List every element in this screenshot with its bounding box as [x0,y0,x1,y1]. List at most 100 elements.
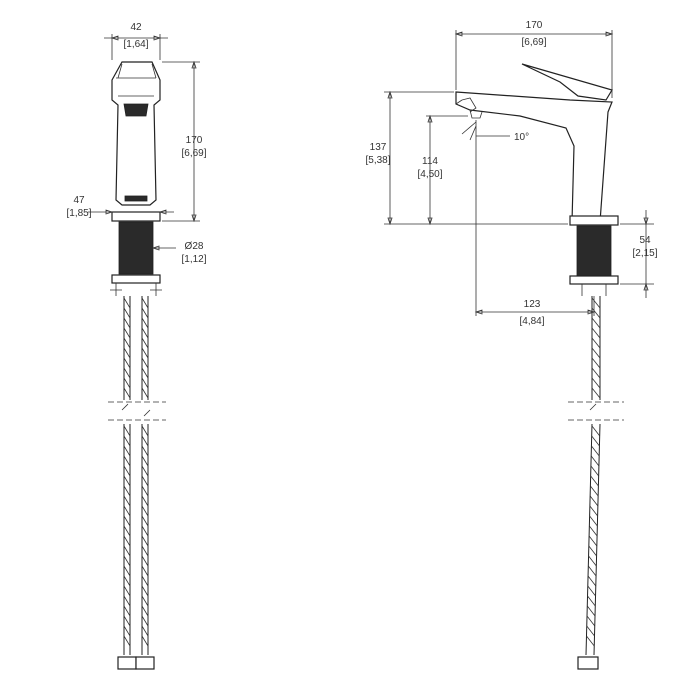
hose-braid-strand [123,515,131,527]
hose-braid-strand [589,515,598,527]
hose-braid-strand [123,615,131,627]
hose-braid-strand [141,475,149,487]
hose-braid-strand [590,485,599,497]
front-hose-lower [123,424,149,655]
dim-side-length: 170 [6,69] [454,20,614,98]
hose-braid-strand [586,615,596,627]
side-break-line [568,401,624,421]
hose-braid-strand [141,377,149,389]
hose-braid-strand [141,307,149,319]
side-view: 170 [6,69] 137 [5,38] 114 [4,50] 10° 54 [365,20,658,670]
hose-braid-strand [591,297,601,309]
hose-braid-strand [591,357,601,369]
hose-braid-strand [123,595,131,607]
hose-braid-strand [586,605,596,617]
hose-braid-strand [141,555,149,567]
hose-braid-strand [123,347,131,359]
front-mounting-nut [111,274,161,284]
hose-braid-strand [591,435,600,447]
side-break-symbol [589,403,597,411]
hose-braid-strand [586,625,595,637]
front-hose-braid-upper [123,297,149,399]
side-mounting-studs [581,284,607,296]
hose-braid-strand [141,425,149,437]
dim-front-height: 170 [6,69] [162,60,207,223]
hose-braid-strand [123,575,131,587]
side-base-plate [569,215,619,226]
dim-side-shank-length-mm: 54 [639,235,651,246]
hose-braid-strand [141,605,149,617]
hose-braid-strand [123,525,131,537]
hose-braid-strand [141,485,149,497]
hose-braid-strand [141,585,149,597]
hose-braid-strand [141,515,149,527]
hose-braid-strand [123,535,131,547]
hose-braid-strand [123,505,131,517]
side-handle-lever [521,63,613,101]
dim-front-width: 42 [1,64] [104,22,168,60]
dim-side-reach: 123 [4,84] [474,296,596,327]
hose-braid-strand [123,605,131,617]
hose-braid-strand [123,387,131,399]
hose-braid-strand [141,525,149,537]
dim-side-outlet-height-inch: [4,50] [417,169,442,180]
dim-front-shank: Ø28 [1,12] [151,241,207,265]
front-aerator-slot [124,195,148,202]
hose-braid-strand [591,445,600,457]
hose-braid-strand [141,565,149,577]
hose-braid-strand [589,525,598,537]
hose-braid-strand [141,575,149,587]
hose-braid-strand [123,585,131,597]
hose-braid-strand [123,357,131,369]
front-handle-recess [123,103,149,117]
hose-braid-strand [141,545,149,557]
dim-front-width-inch: [1,64] [123,39,148,50]
dim-side-angle: 10° [461,120,529,316]
hose-braid-strand [588,565,597,577]
dim-side-shank-length: 54 [2,15] [620,210,658,298]
hose-braid-strand [591,337,601,349]
hose-braid-strand [141,615,149,627]
hose-braid-strand [123,465,131,477]
hose-braid-strand [586,635,595,647]
hose-braid-strand [141,625,149,637]
front-break-symbol [121,403,151,417]
hose-braid-strand [123,327,131,339]
hose-braid-strand [591,387,601,399]
hose-braid-strand [141,297,149,309]
hose-braid-strand [123,317,131,329]
hose-braid-strand [591,377,601,389]
hose-braid-strand [141,595,149,607]
dim-side-shank-length-inch: [2,15] [632,248,657,259]
hose-braid-strand [588,545,597,557]
side-hose-fitting [577,656,599,670]
dim-side-spout-height-inch: [5,38] [365,155,390,166]
hose-braid-strand [591,307,601,319]
front-threaded-shank [118,221,154,275]
side-mounting-nut [569,275,619,285]
dim-front-shank-mm: Ø28 [185,241,204,252]
hose-braid-strand [123,425,131,437]
hose-braid-strand [141,317,149,329]
front-hose-braid-lower [123,425,149,647]
dim-side-outlet-height-mm: 114 [422,156,438,167]
dim-side-spout-height: 137 [5,38] [365,90,568,226]
front-view: 42 [1,64] 170 [6,69] 47 [1,85] Ø28 [1,12… [66,22,207,670]
dim-side-reach-mm: 123 [524,299,541,310]
hose-braid-strand [141,465,149,477]
dim-front-base-mm: 47 [73,195,85,206]
hose-braid-strand [141,387,149,399]
hose-braid-strand [141,347,149,359]
hose-braid-strand [123,565,131,577]
hose-braid-strand [589,505,598,517]
hose-braid-strand [141,367,149,379]
dim-front-base: 47 [1,85] [66,195,174,219]
hose-braid-strand [590,465,600,477]
hose-braid-strand [590,475,599,487]
dim-side-length-mm: 170 [526,20,543,31]
hose-braid-strand [123,485,131,497]
hose-braid-strand [123,455,131,467]
side-threaded-shank [576,225,612,277]
hose-braid-strand [123,307,131,319]
hose-braid-strand [141,435,149,447]
